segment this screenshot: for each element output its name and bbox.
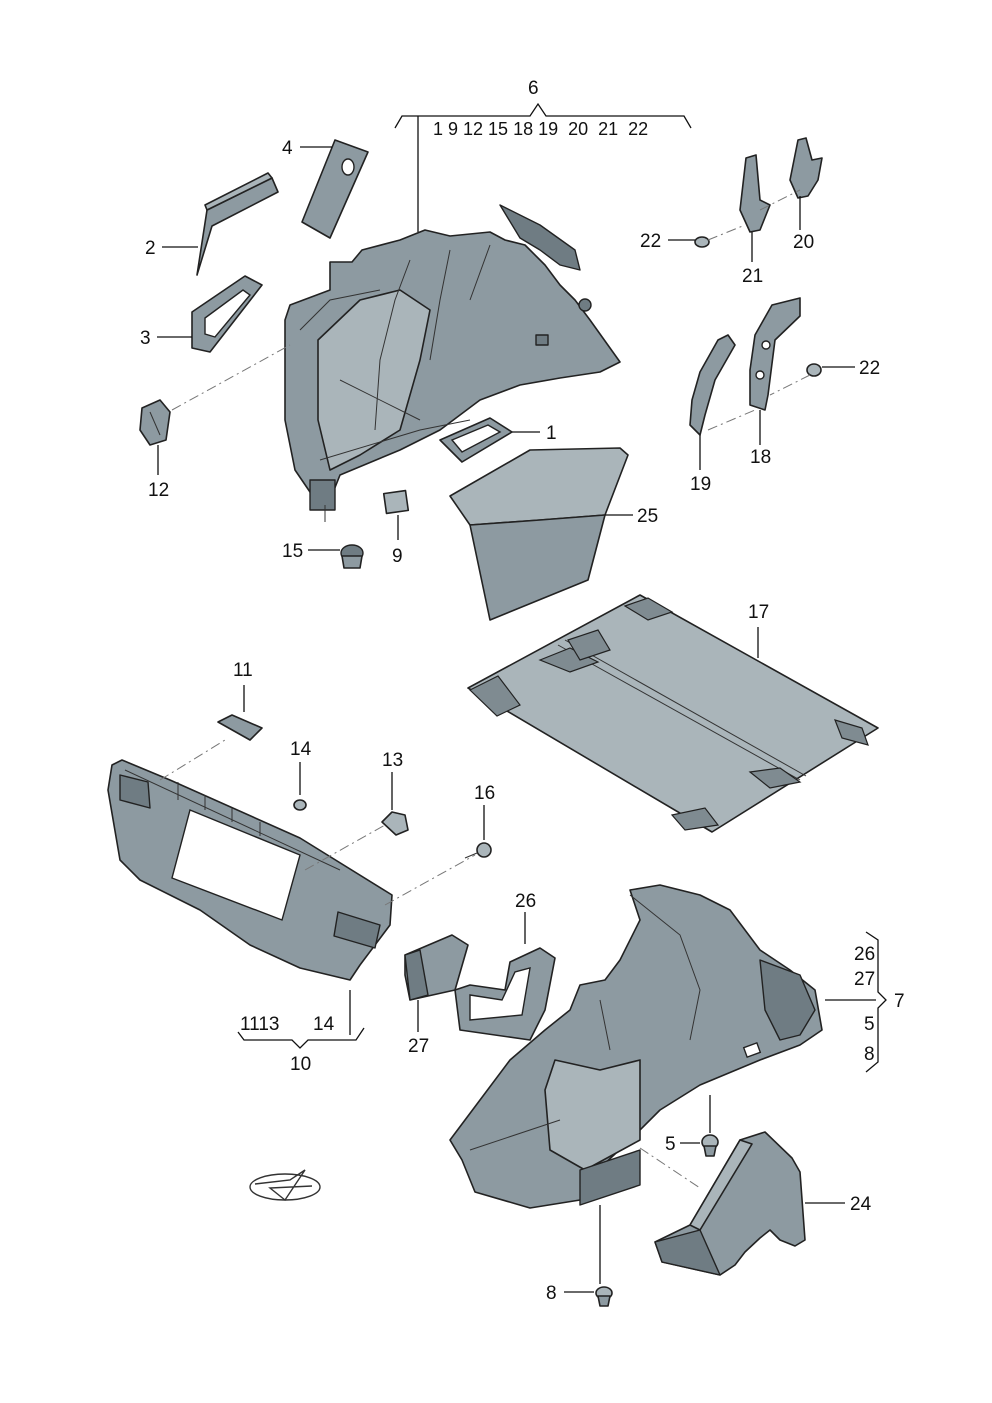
group-7-child-26: 26 xyxy=(854,944,875,965)
callout-8: 8 xyxy=(546,1283,557,1304)
group-6-number: 6 xyxy=(528,78,539,99)
callout-3: 3 xyxy=(140,328,151,349)
callout-18: 18 xyxy=(750,447,771,468)
group-6-children: 1 9 12 15 18 19 20 21 22 xyxy=(433,119,648,139)
part-20-bracket: 20 xyxy=(789,137,823,253)
callout-27: 27 xyxy=(408,1036,429,1057)
callout-2: 2 xyxy=(145,238,156,259)
callout-14-top: 14 xyxy=(290,739,312,760)
callout-13: 13 xyxy=(382,750,403,771)
part-16-screw: 16 xyxy=(464,783,495,859)
callout-22-upper: 22 xyxy=(640,231,661,252)
group-7-child-27: 27 xyxy=(854,969,875,990)
part-4-insert: 4 xyxy=(282,138,369,239)
part-26-bracket: 26 xyxy=(454,891,556,1041)
part-10-rear-panel: 1113 14 10 xyxy=(107,739,476,1075)
group-10-number: 10 xyxy=(290,1054,311,1075)
part-12-vent: 12 xyxy=(139,344,291,501)
callout-15: 15 xyxy=(282,541,303,562)
part-24-panel: 24 xyxy=(654,1131,872,1276)
part-3-frame: 3 xyxy=(140,275,263,353)
group-10-children-right: 14 xyxy=(313,1014,335,1035)
callout-4: 4 xyxy=(282,138,293,159)
group-10-children-left: 1113 xyxy=(240,1014,279,1035)
callout-19: 19 xyxy=(690,474,711,495)
part-11-clip: 11 xyxy=(217,660,263,741)
callout-25: 25 xyxy=(637,506,658,527)
part-5-clip: 5 xyxy=(665,1095,719,1157)
group-7-number: 7 xyxy=(894,991,905,1012)
right-side-trim-panel xyxy=(449,884,823,1209)
callout-24: 24 xyxy=(850,1194,872,1215)
callout-9: 9 xyxy=(392,546,403,567)
brand-logo-icon xyxy=(249,1169,321,1202)
group-7-child-5: 5 xyxy=(864,1014,875,1035)
callout-12: 12 xyxy=(148,480,169,501)
part-14-clip: 14 xyxy=(290,739,312,811)
callout-5: 5 xyxy=(665,1134,676,1155)
part-19-bracket: 19 xyxy=(689,334,756,495)
part-13-ring: 13 xyxy=(381,750,409,836)
part-22-washer-lower: 22 xyxy=(769,358,880,396)
callout-1: 1 xyxy=(546,423,557,444)
callout-21: 21 xyxy=(742,266,763,287)
callout-17: 17 xyxy=(748,602,769,623)
part-27-bracket: 27 xyxy=(404,934,469,1057)
part-8-clip: 8 xyxy=(546,1205,613,1307)
callout-16: 16 xyxy=(474,783,495,804)
part-1-frame: 1 xyxy=(439,417,557,463)
left-side-trim-panel xyxy=(284,204,621,522)
part-22-washer-upper: 22 xyxy=(640,224,746,252)
callout-11: 11 xyxy=(233,660,253,681)
part-25-panel: 25 xyxy=(449,447,658,621)
callout-22-lower: 22 xyxy=(859,358,880,379)
part-18-bracket: 18 xyxy=(749,297,801,468)
part-2-cover: 2 xyxy=(145,172,279,276)
part-17-luggage-cover: 17 xyxy=(467,594,879,833)
callout-20: 20 xyxy=(793,232,814,253)
callout-26: 26 xyxy=(515,891,536,912)
part-15-plug: 15 xyxy=(282,541,364,569)
part-9-clip: 9 xyxy=(382,489,410,567)
group-7-child-8: 8 xyxy=(864,1044,875,1065)
group-6-header: 6 1 9 12 15 18 19 20 21 22 xyxy=(394,78,692,232)
group-7-header: 26 27 5 8 7 xyxy=(825,931,905,1073)
part-21-bracket: 21 xyxy=(739,154,801,287)
